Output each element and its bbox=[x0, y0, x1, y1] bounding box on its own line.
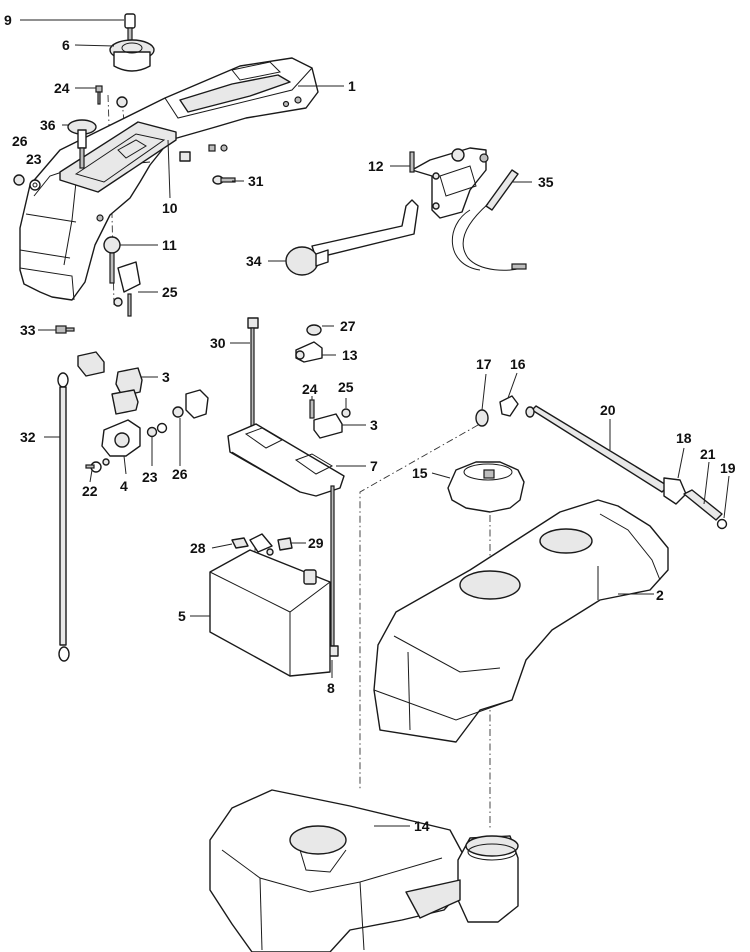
battery-part bbox=[209, 533, 331, 677]
leader-lines bbox=[20, 19, 730, 827]
callout-21: 21 bbox=[700, 446, 716, 462]
callout-5: 5 bbox=[178, 608, 186, 624]
shift-lever-assembly bbox=[285, 147, 527, 276]
console-plate-part bbox=[59, 121, 177, 193]
fuel-cap-part bbox=[447, 461, 525, 513]
callout-6: 6 bbox=[62, 37, 70, 53]
callout-36: 36 bbox=[40, 117, 56, 133]
callout-23-mid: 23 bbox=[142, 469, 158, 485]
callout-16: 16 bbox=[510, 356, 526, 372]
callout-20: 20 bbox=[600, 402, 616, 418]
callout-9: 9 bbox=[4, 12, 12, 28]
callout-19: 19 bbox=[720, 460, 736, 476]
callout-24-mid: 24 bbox=[302, 381, 318, 397]
callout-2: 2 bbox=[656, 587, 664, 603]
callout-27: 27 bbox=[340, 318, 356, 334]
callout-25-left: 25 bbox=[162, 284, 178, 300]
battery-cable-part bbox=[57, 372, 70, 662]
fuel-tank-part bbox=[209, 789, 519, 952]
callout-labels: 9 6 24 1 36 26 23 12 35 31 10 11 34 25 3… bbox=[4, 12, 736, 834]
choke-knob-part bbox=[67, 119, 97, 169]
callout-10: 10 bbox=[162, 200, 178, 216]
callout-35: 35 bbox=[538, 174, 554, 190]
callout-30: 30 bbox=[210, 335, 226, 351]
ignition-key-part bbox=[124, 13, 136, 41]
callout-12: 12 bbox=[368, 158, 384, 174]
console-fender-part bbox=[19, 57, 319, 301]
callout-1: 1 bbox=[348, 78, 356, 94]
callout-18: 18 bbox=[676, 430, 692, 446]
battery-holder-hardware bbox=[227, 317, 351, 657]
fuel-line-parts bbox=[475, 395, 728, 530]
callout-15: 15 bbox=[412, 465, 428, 481]
callout-3-left: 3 bbox=[162, 369, 170, 385]
callout-11: 11 bbox=[162, 237, 177, 253]
callout-7: 7 bbox=[370, 458, 378, 474]
callout-3-mid: 3 bbox=[370, 417, 378, 433]
callout-32: 32 bbox=[20, 429, 36, 445]
callout-23-top: 23 bbox=[26, 151, 42, 167]
callout-13: 13 bbox=[342, 347, 358, 363]
rear-fender-part bbox=[373, 499, 669, 743]
callout-25-mid: 25 bbox=[338, 379, 354, 395]
callout-26-mid: 26 bbox=[172, 466, 188, 482]
callout-17: 17 bbox=[476, 356, 492, 372]
callout-24-top: 24 bbox=[54, 80, 70, 96]
small-hardware bbox=[13, 85, 236, 334]
callout-34: 34 bbox=[246, 253, 262, 269]
callout-22: 22 bbox=[82, 483, 98, 499]
switch-cluster bbox=[77, 351, 209, 473]
ignition-switch-part bbox=[109, 39, 155, 72]
callout-31: 31 bbox=[248, 173, 264, 189]
callout-29: 29 bbox=[308, 535, 324, 551]
callout-26-top: 26 bbox=[12, 133, 28, 149]
callout-33: 33 bbox=[20, 322, 36, 338]
callout-8: 8 bbox=[327, 680, 335, 696]
callout-4: 4 bbox=[120, 478, 128, 494]
callout-14: 14 bbox=[414, 818, 430, 834]
callout-28: 28 bbox=[190, 540, 206, 556]
